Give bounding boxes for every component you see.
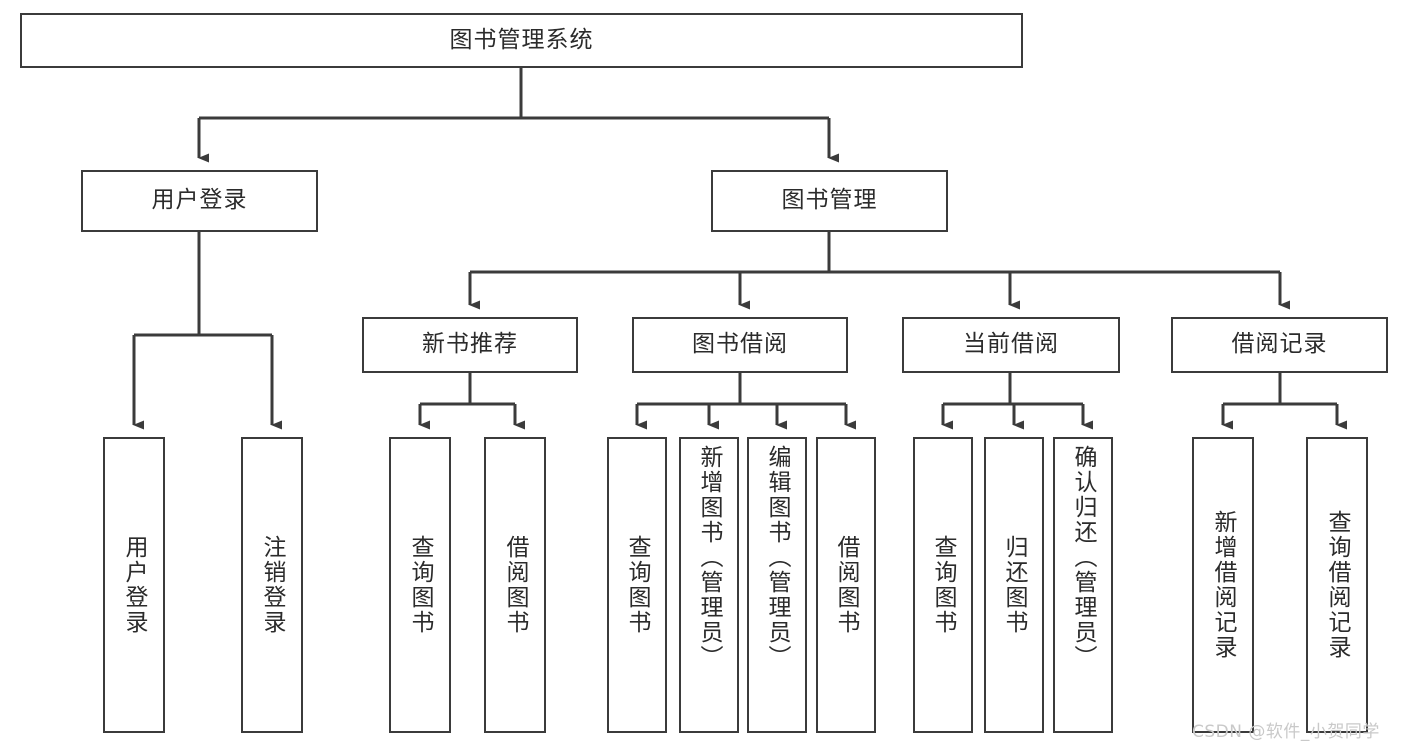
node-root[interactable]: 图书管理系统 (20, 13, 1023, 68)
node-leaf-borrow-book-2[interactable]: 借阅图书 (816, 437, 876, 733)
node-leaf-logout-login[interactable]: 注销登录 (241, 437, 303, 733)
node-leaf-borrow-book-2-label: 借阅图书 (833, 535, 860, 635)
node-leaf-edit-book-admin[interactable]: 编辑图书（管理员） (747, 437, 807, 733)
node-leaf-add-book-admin[interactable]: 新增图书（管理员） (679, 437, 739, 733)
node-borrow-record[interactable]: 借阅记录 (1171, 317, 1388, 373)
node-root-label: 图书管理系统 (449, 26, 594, 53)
node-leaf-return-book[interactable]: 归还图书 (984, 437, 1044, 733)
node-leaf-add-borrow-record-label: 新增借阅记录 (1210, 510, 1237, 660)
node-leaf-user-login-label: 用户登录 (121, 535, 148, 635)
node-leaf-query-book-3-label: 查询图书 (930, 535, 957, 635)
node-leaf-add-borrow-record[interactable]: 新增借阅记录 (1192, 437, 1254, 733)
node-user-login[interactable]: 用户登录 (81, 170, 318, 232)
node-user-login-label: 用户登录 (151, 187, 248, 214)
node-current-borrow-label: 当前借阅 (963, 331, 1059, 358)
node-leaf-query-borrow-record-label: 查询借阅记录 (1324, 510, 1351, 660)
node-leaf-borrow-book-1-label: 借阅图书 (502, 535, 529, 635)
node-borrow-record-label: 借阅记录 (1231, 331, 1328, 358)
node-leaf-user-login[interactable]: 用户登录 (103, 437, 165, 733)
node-leaf-return-book-label: 归还图书 (1001, 535, 1028, 635)
node-book-borrow[interactable]: 图书借阅 (632, 317, 848, 373)
node-book-management[interactable]: 图书管理 (711, 170, 948, 232)
node-leaf-query-book-1[interactable]: 查询图书 (389, 437, 451, 733)
node-leaf-confirm-return-admin-label: 确认归还（管理员） (1070, 445, 1097, 670)
node-leaf-confirm-return-admin[interactable]: 确认归还（管理员） (1053, 437, 1113, 733)
node-leaf-borrow-book-1[interactable]: 借阅图书 (484, 437, 546, 733)
node-book-borrow-label: 图书借阅 (692, 331, 788, 358)
node-leaf-query-borrow-record[interactable]: 查询借阅记录 (1306, 437, 1368, 733)
node-current-borrow[interactable]: 当前借阅 (902, 317, 1120, 373)
node-book-management-label: 图书管理 (781, 187, 878, 214)
node-leaf-query-book-2[interactable]: 查询图书 (607, 437, 667, 733)
node-leaf-query-book-3[interactable]: 查询图书 (913, 437, 973, 733)
node-leaf-query-book-1-label: 查询图书 (407, 535, 434, 635)
node-leaf-query-book-2-label: 查询图书 (624, 535, 651, 635)
node-leaf-add-book-admin-label: 新增图书（管理员） (696, 445, 723, 670)
node-new-book-recommend[interactable]: 新书推荐 (362, 317, 578, 373)
node-new-book-recommend-label: 新书推荐 (422, 331, 518, 358)
node-leaf-logout-login-label: 注销登录 (259, 535, 286, 635)
node-leaf-edit-book-admin-label: 编辑图书（管理员） (764, 445, 791, 670)
